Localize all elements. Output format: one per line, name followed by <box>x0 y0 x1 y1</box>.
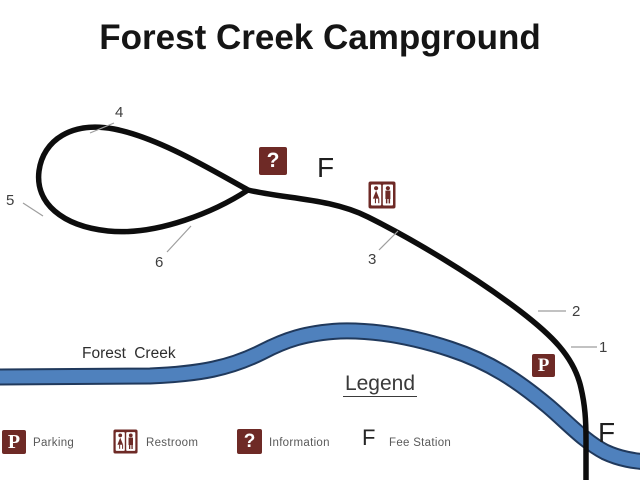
legend-restroom-label: Restroom <box>146 437 199 449</box>
legend-heading: Legend <box>342 372 418 397</box>
leader-line-site4 <box>89 122 115 134</box>
site-label-3: 3 <box>368 251 377 268</box>
legend-information-icon: ? <box>237 429 262 454</box>
page-title: Forest Creek Campground <box>99 18 541 57</box>
legend-parking-icon: P <box>2 430 26 454</box>
legend-parking-label: Parking <box>33 437 75 449</box>
leader-line-site6 <box>166 225 192 253</box>
road-path <box>247 187 589 480</box>
site-label-2: 2 <box>572 303 581 320</box>
legend-fee-station-label: Fee Station <box>389 437 452 449</box>
legend-information-symbol: ? <box>243 430 256 452</box>
parking-symbol: P <box>537 354 550 376</box>
site-label-5: 5 <box>6 192 15 209</box>
legend-information-label: Information <box>269 437 330 449</box>
restroom-icon <box>368 181 396 209</box>
river-label: Forest Creek <box>82 345 176 362</box>
site-label-6: 6 <box>155 254 164 271</box>
information-symbol: ? <box>266 149 280 172</box>
site-label-4: 4 <box>115 104 124 121</box>
loop-road-path <box>35 124 251 235</box>
fee-station-marker-upper: F <box>317 152 335 183</box>
legend-restroom-icon <box>113 429 138 454</box>
information-icon: ? <box>259 147 287 175</box>
river-water <box>0 324 640 468</box>
site-label-1: 1 <box>599 339 608 356</box>
fee-station-marker-lower: F <box>598 417 616 448</box>
leader-line-site3 <box>378 230 399 251</box>
leader-line-site5 <box>22 202 44 217</box>
parking-icon: P <box>532 354 555 377</box>
legend-parking-symbol: P <box>7 430 21 453</box>
legend-fee-station-symbol: F <box>362 425 376 450</box>
